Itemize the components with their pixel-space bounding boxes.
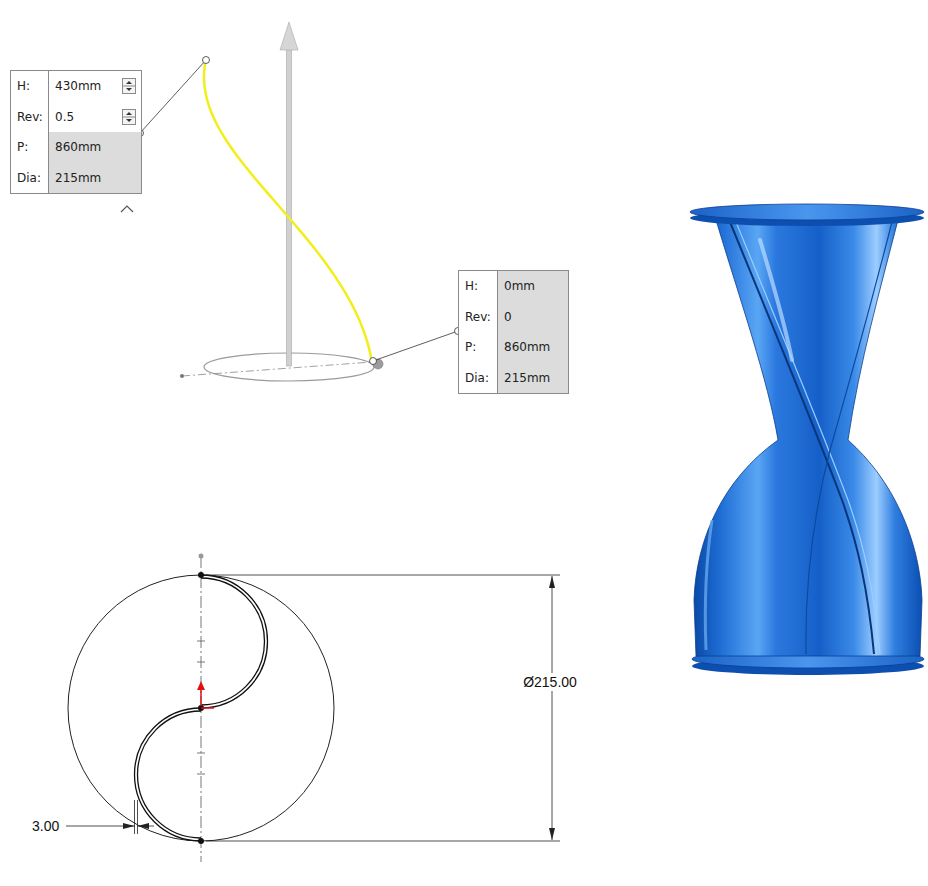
- property-row: Rev: 0.5: [11, 102, 141, 133]
- dimension-arrow: [549, 576, 555, 588]
- property-value-cell: 0: [498, 302, 568, 333]
- property-value-cell: 215mm: [498, 363, 568, 394]
- property-value-cell: 430mm: [49, 71, 141, 102]
- property-value: 0: [504, 310, 512, 324]
- property-callout: H: 430mmRev: 0.5P: 860mmDia: 215mm: [10, 70, 142, 194]
- helix-axis: [287, 48, 292, 366]
- property-key-cell: P:: [459, 332, 498, 363]
- property-value-cell: 215mm: [49, 163, 141, 194]
- dimension-arrow: [123, 823, 135, 829]
- helix-curve: [204, 60, 372, 364]
- center-tick: [197, 662, 205, 663]
- property-value-cell: 0.5: [49, 102, 141, 133]
- extension-line: [206, 841, 560, 842]
- property-name: Dia:: [17, 171, 41, 185]
- spin-divider: [123, 116, 136, 117]
- spin-down: [126, 119, 132, 122]
- rotor-body: [694, 220, 922, 656]
- property-row: Dia: 215mm: [11, 163, 141, 194]
- sketch-point: [198, 838, 204, 844]
- blade-arc: [201, 575, 268, 708]
- leader-line: [373, 331, 458, 361]
- origin-arrowhead: [197, 681, 205, 690]
- property-value: 860mm: [55, 140, 101, 154]
- property-name: Dia:: [465, 371, 489, 385]
- spin-up: [126, 81, 132, 84]
- spin-frame: [123, 79, 136, 94]
- property-key-cell: Dia:: [459, 363, 498, 394]
- spin-buttons: [122, 109, 136, 125]
- extension-line: [206, 575, 560, 576]
- leader-line: [140, 60, 206, 133]
- dimension-arrow: [549, 828, 555, 840]
- dimension-arrow: [138, 823, 150, 829]
- property-key-cell: H:: [11, 71, 49, 102]
- property-name: P:: [465, 340, 476, 354]
- blade-edge: [730, 222, 874, 654]
- origin-arrow: [201, 707, 214, 709]
- surface-highlight: [705, 520, 712, 650]
- leader-handle: [203, 57, 210, 64]
- property-value: 215mm: [504, 371, 550, 385]
- property-value: 215mm: [55, 171, 101, 185]
- property-value: 0.5: [55, 110, 74, 124]
- dimension-line: [552, 576, 553, 840]
- property-value: 0mm: [504, 279, 535, 293]
- property-name: H:: [17, 79, 30, 93]
- property-name: Rev:: [17, 110, 43, 124]
- property-name: Rev:: [465, 310, 491, 324]
- property-key-cell: Rev:: [459, 302, 498, 333]
- blade-arc: [201, 578, 265, 705]
- axis-arrowhead: [280, 22, 298, 50]
- property-callout: H: 0mmRev: 0P: 860mmDia: 215mm: [458, 270, 569, 394]
- center-tick: [197, 774, 205, 775]
- extension-line: [134, 800, 135, 834]
- center-tick: [197, 753, 205, 754]
- blade-arc: [138, 711, 202, 838]
- spin-down: [126, 88, 132, 91]
- end-point: [180, 374, 184, 378]
- dimension-value: Ø215.00: [521, 673, 579, 691]
- sketch-point: [198, 572, 204, 578]
- property-row: H: 430mm: [11, 71, 141, 102]
- leader-handle: [370, 358, 377, 365]
- blade-arc: [135, 708, 201, 841]
- dimension-value: 3.00: [30, 817, 61, 835]
- property-key-cell: P:: [11, 132, 49, 163]
- property-row: Dia: 215mm: [459, 363, 568, 394]
- property-value-cell: 860mm: [49, 132, 141, 163]
- property-row: Rev: 0: [459, 302, 568, 333]
- property-value: 860mm: [504, 340, 550, 354]
- spin-up: [126, 112, 132, 115]
- spin-frame: [123, 109, 136, 124]
- property-key-cell: Rev:: [11, 102, 49, 133]
- center-tick: [197, 641, 205, 642]
- center-line: [182, 362, 372, 376]
- property-row: P: 860mm: [11, 132, 141, 163]
- spin-buttons: [122, 78, 136, 94]
- collapse-caret: [121, 206, 133, 212]
- property-value-cell: 0mm: [498, 271, 568, 302]
- helix-group: [204, 60, 372, 364]
- property-name: H:: [465, 279, 478, 293]
- end-point: [199, 554, 204, 559]
- property-key-cell: Dia:: [11, 163, 49, 194]
- top-disk: [690, 204, 924, 220]
- spin-divider: [123, 86, 136, 87]
- blade-edge: [806, 222, 892, 654]
- property-row: H: 0mm: [459, 271, 568, 302]
- property-value: 430mm: [55, 79, 101, 93]
- property-value-cell: 860mm: [498, 332, 568, 363]
- surface-highlight: [760, 240, 792, 360]
- property-row: P: 860mm: [459, 332, 568, 363]
- extension-line: [137, 800, 138, 834]
- property-name: P:: [17, 140, 28, 154]
- property-key-cell: H:: [459, 271, 498, 302]
